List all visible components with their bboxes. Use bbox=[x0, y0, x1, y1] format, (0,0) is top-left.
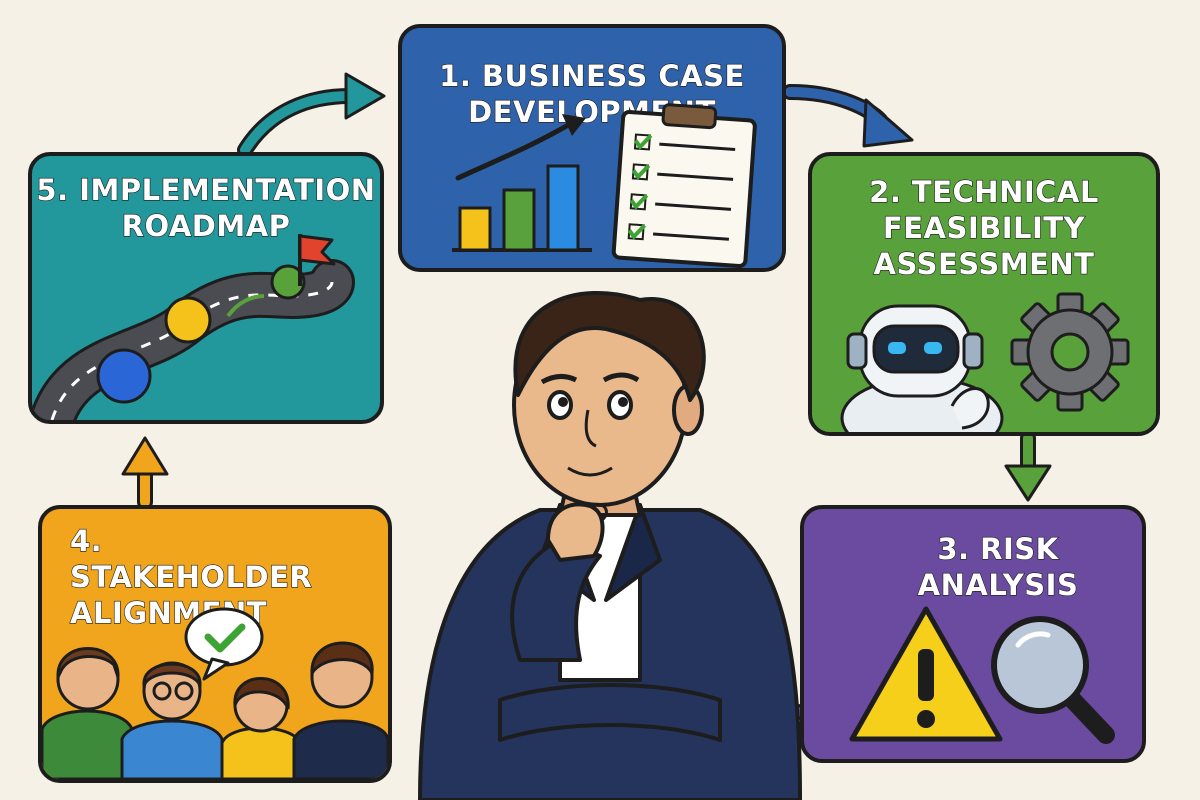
bar-chart-and-checklist-icon bbox=[452, 103, 757, 268]
magnifier-icon bbox=[991, 616, 1115, 744]
speech-bubble-check-icon bbox=[184, 607, 264, 681]
step-card-risk-analysis: 3. RISK ANALYSIS bbox=[800, 505, 1146, 763]
milestone-green bbox=[270, 264, 306, 300]
step-card-business-case: 1. BUSINESS CASE DEVELOPMENT bbox=[398, 24, 786, 272]
milestone-blue bbox=[96, 348, 152, 404]
arrow-5-to-1 bbox=[237, 72, 386, 158]
step-title-technical-feasibility: 2. TECHNICAL FEASIBILITY ASSESSMENT bbox=[869, 174, 1099, 281]
team-agreement-icon bbox=[42, 607, 388, 779]
step-card-stakeholder-alignment: 4. STAKEHOLDER ALIGNMENT bbox=[38, 505, 392, 783]
step-title-risk-analysis: 3. RISK ANALYSIS bbox=[917, 531, 1079, 602]
warning-icon bbox=[849, 606, 1003, 742]
arrow-4-to-5 bbox=[121, 436, 169, 510]
gear-icon bbox=[1010, 292, 1130, 412]
arrow-2-to-3 bbox=[1004, 430, 1052, 502]
warning-and-magnifier-icon bbox=[849, 606, 1115, 744]
roadmap-icon bbox=[32, 234, 355, 420]
robot-and-gear-icon bbox=[840, 292, 1130, 432]
robot-icon bbox=[840, 304, 1004, 432]
step-title-implementation-roadmap: 5. IMPLEMENTATION ROADMAP bbox=[36, 172, 376, 243]
stakeholder-people bbox=[42, 641, 388, 779]
step-card-technical-feasibility: 2. TECHNICAL FEASIBILITY ASSESSMENT bbox=[808, 152, 1160, 436]
flag-icon bbox=[298, 234, 336, 286]
milestone-yellow bbox=[164, 296, 212, 344]
arrow-1-to-2 bbox=[782, 84, 914, 148]
step-card-implementation-roadmap: 5. IMPLEMENTATION ROADMAP bbox=[28, 152, 384, 424]
